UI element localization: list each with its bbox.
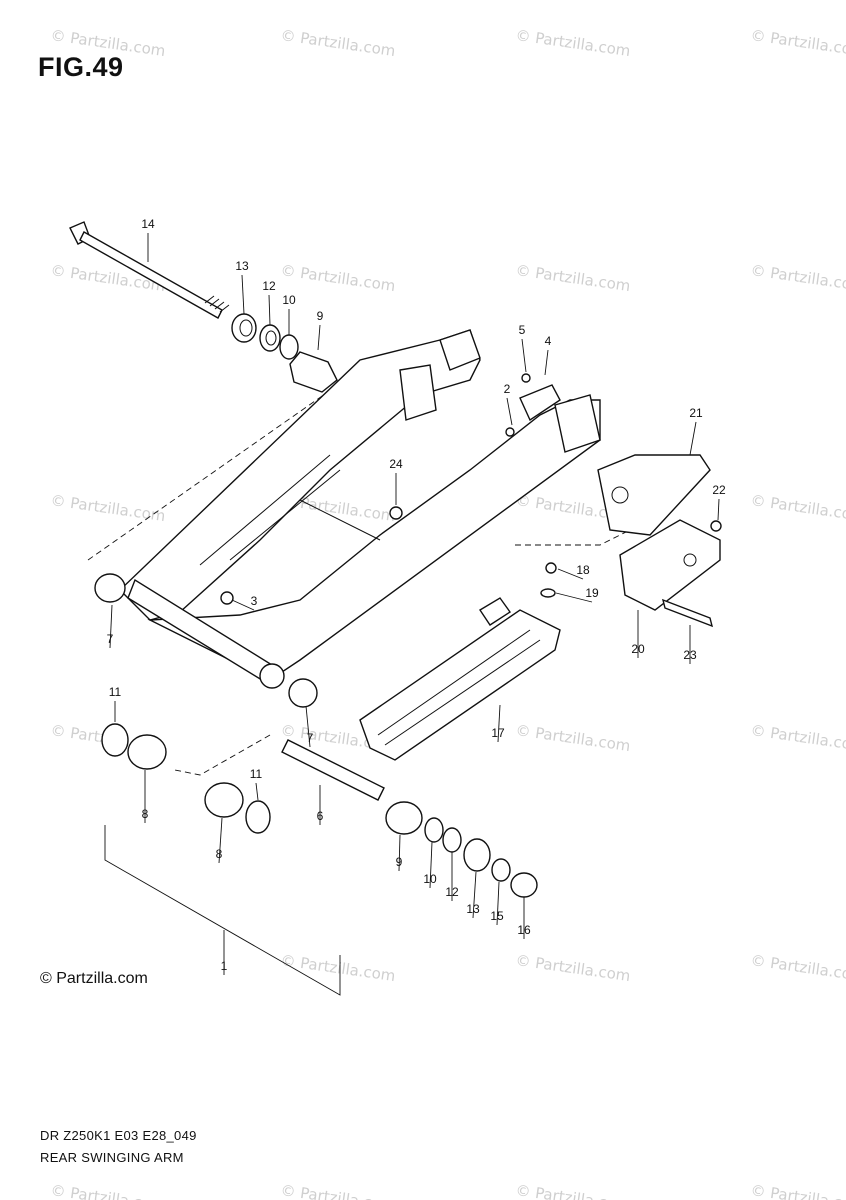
leader-line-17	[497, 704, 501, 743]
model-code: DR Z250K1 E03 E28_049	[40, 1128, 197, 1143]
watermark-19: © Partzilla.com	[749, 951, 846, 985]
leader-line-9	[317, 324, 321, 351]
watermark-18: © Partzilla.com	[514, 951, 631, 985]
callout-8: 8	[216, 847, 223, 861]
leader-line-4	[544, 349, 549, 376]
watermark-4: © Partzilla.com	[749, 26, 846, 60]
leader-line-5	[521, 338, 527, 373]
callout-13: 13	[235, 259, 249, 273]
callout-9: 9	[396, 855, 403, 869]
leader-line-18	[557, 568, 584, 580]
callout-2: 2	[504, 382, 511, 396]
watermark-8: © Partzilla.com	[749, 261, 846, 295]
callout-labels: 1234567788991010111112121313141516171819…	[107, 217, 726, 973]
leader-line-3	[231, 599, 255, 611]
callout-22: 22	[712, 483, 726, 497]
leader-line-2	[506, 397, 513, 426]
assembly-outline	[87, 379, 651, 996]
watermark-16: © Partzilla.com	[749, 721, 846, 755]
upper-pivot-stack	[231, 313, 338, 393]
callout-12: 12	[262, 279, 276, 293]
watermark-6: © Partzilla.com	[279, 261, 396, 295]
callout-10: 10	[423, 872, 437, 886]
leader-line-22	[717, 498, 720, 521]
callout-7: 7	[307, 731, 314, 745]
callout-8: 8	[142, 807, 149, 821]
pivot-bolt	[69, 221, 230, 319]
leader-line-7	[305, 705, 311, 748]
callout-6: 6	[317, 809, 324, 823]
watermark-23: © Partzilla.com	[749, 1181, 846, 1200]
callout-11: 11	[109, 685, 122, 699]
watermark-22: © Partzilla.com	[514, 1181, 631, 1200]
brand-mark: © Partzilla.com	[40, 970, 148, 987]
callout-3: 3	[251, 594, 258, 608]
watermark-12: © Partzilla.com	[749, 491, 846, 525]
callout-14: 14	[141, 217, 155, 231]
watermark-15: © Partzilla.com	[514, 721, 631, 755]
leader-line-11	[255, 782, 259, 801]
leader-lines	[109, 233, 720, 975]
callout-10: 10	[282, 293, 296, 307]
callout-21: 21	[689, 406, 703, 420]
watermark-7: © Partzilla.com	[514, 261, 631, 295]
callout-1: 1	[221, 959, 228, 973]
leader-line-8	[218, 817, 223, 864]
callout-24: 24	[389, 457, 403, 471]
leader-line-12	[268, 294, 271, 326]
swing-arm	[94, 329, 601, 689]
leader-line-19	[555, 592, 593, 603]
callout-19: 19	[585, 586, 599, 600]
callout-15: 15	[490, 909, 504, 923]
callout-11: 11	[250, 767, 263, 781]
callout-7: 7	[107, 632, 114, 646]
callout-9: 9	[317, 309, 324, 323]
leader-line-21	[689, 421, 697, 456]
watermark-17: © Partzilla.com	[279, 951, 396, 985]
callout-13: 13	[466, 902, 480, 916]
callout-23: 23	[683, 648, 697, 662]
chain-adjust-bracket	[220, 373, 561, 605]
watermark-21: © Partzilla.com	[279, 1181, 396, 1200]
callout-4: 4	[545, 334, 552, 348]
callout-18: 18	[576, 563, 590, 577]
leader-line-13	[472, 871, 477, 919]
leader-line-7	[109, 604, 113, 649]
watermark-3: © Partzilla.com	[514, 26, 631, 60]
watermark-20: © Partzilla.com	[49, 1181, 166, 1200]
callout-20: 20	[631, 642, 645, 656]
leader-line-10	[429, 841, 433, 889]
leader-line-13	[241, 274, 245, 315]
callout-16: 16	[517, 923, 531, 937]
callout-5: 5	[519, 323, 526, 337]
callout-12: 12	[445, 885, 459, 899]
chain-guide	[540, 454, 722, 628]
callout-17: 17	[491, 726, 505, 740]
lower-pivot-parts	[101, 678, 538, 898]
leader-line-15	[496, 881, 500, 926]
section-name: REAR SWINGING ARM	[40, 1150, 184, 1165]
watermark-2: © Partzilla.com	[279, 26, 396, 60]
leader-line-9	[398, 834, 401, 872]
figure-title: FIG.49	[38, 52, 124, 82]
chain-case	[359, 597, 561, 761]
watermark-9: © Partzilla.com	[49, 491, 166, 525]
